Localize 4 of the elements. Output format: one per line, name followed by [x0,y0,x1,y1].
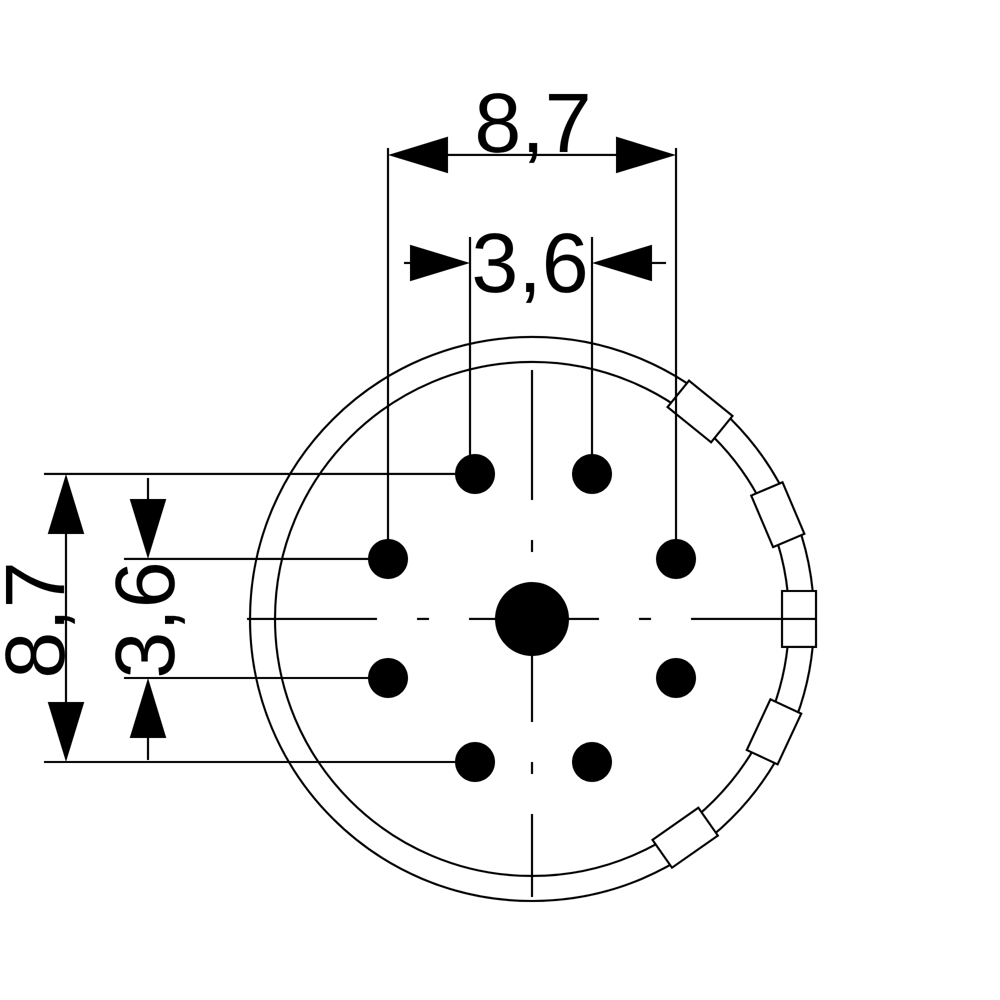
dimension-label: 8,7 [5,566,75,675]
dimension-label: 3,6 [474,233,585,303]
dimension-label: 8,7 [478,93,588,163]
dimension-label: 3,6 [115,565,185,676]
